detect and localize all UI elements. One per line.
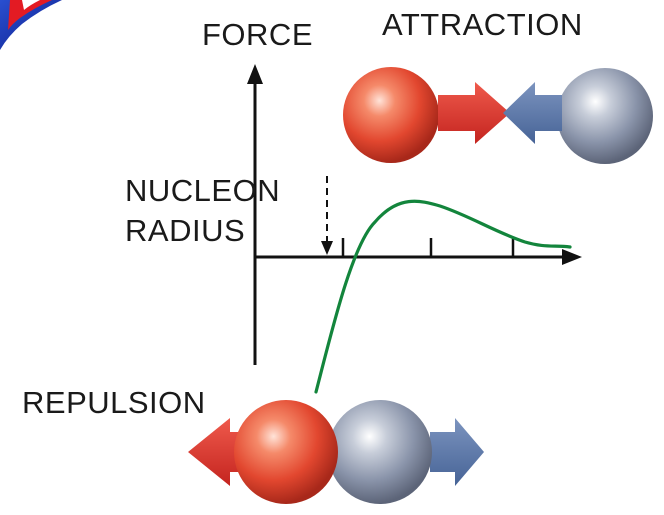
proton-sphere [343, 67, 439, 163]
graph-axes [247, 64, 582, 365]
repulsion-blue-arrow [430, 418, 484, 486]
neutron-sphere [557, 68, 653, 164]
radius-label: RADIUS [125, 213, 246, 248]
logo-fragment-icon [0, 0, 62, 50]
nucleon-radius-marker [321, 176, 333, 255]
x-axis-arrowhead [562, 249, 582, 265]
neutron-sphere [328, 400, 432, 504]
nucleon-label: NUCLEON [125, 173, 281, 208]
proton-sphere [234, 400, 338, 504]
attraction-red-arrow [438, 82, 510, 144]
attraction-pair [343, 67, 653, 164]
y-axis-arrowhead [247, 64, 263, 84]
force-curve [314, 199, 572, 394]
attraction-blue-arrow [503, 82, 562, 144]
repulsion-label: REPULSION [22, 385, 206, 420]
attraction-label: ATTRACTION [382, 7, 583, 42]
force-label: FORCE [202, 17, 313, 52]
repulsion-pair [188, 400, 484, 504]
